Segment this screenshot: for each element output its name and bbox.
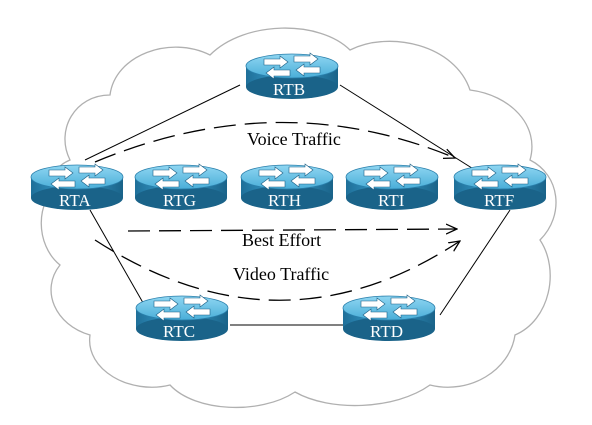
link-rta-rtc — [89, 209, 151, 316]
link-rta-rtb — [84, 84, 241, 161]
voice-traffic-arrow — [94, 121, 455, 163]
router-rtd[interactable]: RTD — [342, 294, 436, 342]
link-rtd-rtf — [439, 209, 511, 316]
router-rtg[interactable]: RTG — [134, 163, 228, 211]
best-effort-label: Best Effort — [242, 230, 321, 250]
router-rtb[interactable]: RTB — [245, 52, 339, 100]
router-rtc[interactable]: RTC — [135, 294, 229, 342]
router-rtf-label: RTF — [484, 191, 514, 210]
router-rtb-label: RTB — [273, 80, 305, 99]
router-rtg-label: RTG — [163, 191, 196, 210]
video-traffic-label: Video Traffic — [233, 264, 329, 284]
best-effort-arrow — [127, 229, 457, 231]
router-rtd-label: RTD — [370, 322, 403, 341]
router-rtc-label: RTC — [163, 322, 195, 341]
router-rti-label: RTI — [378, 191, 405, 210]
router-rti[interactable]: RTI — [345, 163, 439, 211]
router-rta[interactable]: RTA — [30, 163, 124, 211]
router-rta-label: RTA — [59, 191, 91, 210]
traffic-flows — [94, 121, 460, 301]
link-rtb-rtf — [339, 84, 476, 171]
network-cloud — [40, 27, 557, 409]
router-rth[interactable]: RTH — [240, 163, 334, 211]
links — [84, 84, 511, 326]
video-traffic-arrow — [94, 239, 460, 301]
router-rth-label: RTH — [268, 191, 301, 210]
router-rtf[interactable]: RTF — [453, 163, 547, 211]
voice-traffic-label: Voice Traffic — [247, 129, 341, 149]
